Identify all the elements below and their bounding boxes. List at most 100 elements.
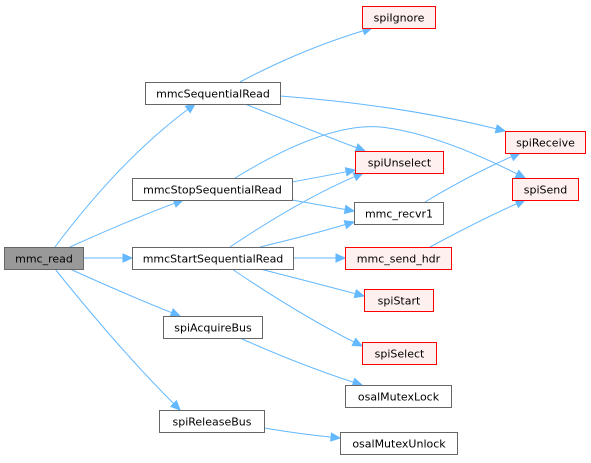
edge-mmcSequentialRead-to-spiIgnore (239, 26, 374, 83)
node-osalMutexLock[interactable]: osalMutexLock (345, 385, 452, 408)
edge-line (54, 108, 189, 248)
node-box[interactable] (364, 289, 434, 312)
edge-mmcStopSequentialRead-to-spiUnselect (291, 167, 357, 183)
edge-arrowhead (122, 253, 134, 263)
edge-line (424, 155, 513, 203)
node-mmc_send_hdr[interactable]: mmc_send_hdr (345, 247, 452, 270)
edge-line (263, 427, 333, 438)
node-label: spiReleaseBus (173, 416, 252, 429)
edge-mmc_read-to-spiReleaseBus (54, 268, 181, 411)
node-label: mmcSequentialRead (156, 88, 270, 101)
edge-arrowhead (353, 288, 366, 299)
edge-mmc_read-to-mmcStartSequentialRead (82, 253, 134, 263)
node-box[interactable] (345, 247, 452, 270)
edge-line (429, 202, 518, 248)
node-label: osalMutexUnlock (352, 438, 446, 451)
node-label: osalMutexLock (358, 391, 440, 404)
edge-mmcStopSequentialRead-to-spiSend (234, 126, 527, 179)
node-spiUnselect[interactable]: spiUnselect (355, 151, 444, 174)
edge-line (279, 95, 498, 130)
edge-spiAcquireBus-to-osalMutexLock (239, 337, 364, 387)
node-mmcSequentialRead[interactable]: mmcSequentialRead (145, 82, 281, 105)
node-box[interactable] (163, 316, 263, 339)
node-label: spiUnselect (368, 157, 432, 170)
node-box[interactable] (340, 432, 458, 455)
edge-mmc_read-to-mmcSequentialRead (54, 103, 196, 248)
node-box[interactable] (132, 247, 294, 270)
edge-line (291, 199, 347, 211)
edge-arrowhead (514, 169, 527, 179)
node-box[interactable] (505, 131, 586, 154)
node-label: mmc_recvr1 (365, 208, 433, 221)
edge-line (244, 103, 358, 149)
edge-line (69, 268, 173, 314)
node-osalMutexUnlock[interactable]: osalMutexUnlock (340, 432, 458, 455)
edge-line (239, 337, 355, 384)
nodes-layer: mmc_read mmcSequentialRead mmcStopSequenti… (4, 6, 586, 455)
edge-arrowhead (330, 432, 342, 442)
node-spiSelect[interactable]: spiSelect (362, 342, 437, 365)
edge-mmcStartSequentialRead-to-mmc_recvr1 (259, 220, 356, 248)
node-box[interactable] (362, 6, 436, 29)
node-label: spiStart (378, 295, 421, 308)
node-spiReceive[interactable]: spiReceive (505, 131, 586, 154)
edges-layer (54, 26, 527, 442)
edge-arrowhead (184, 103, 196, 114)
node-box[interactable] (145, 82, 281, 105)
node-box[interactable] (132, 178, 293, 201)
edge-arrowhead (514, 199, 527, 209)
node-spiAcquireBus[interactable]: spiAcquireBus (163, 316, 263, 339)
node-label: mmc_send_hdr (357, 253, 441, 266)
edge-line (69, 202, 176, 248)
edge-mmc_read-to-spiAcquireBus (69, 268, 182, 317)
node-box[interactable] (4, 247, 84, 270)
node-box[interactable] (159, 410, 265, 433)
node-box[interactable] (355, 151, 444, 174)
edge-arrowhead (343, 220, 356, 230)
node-label: mmc_read (15, 253, 73, 266)
node-mmc_recvr1[interactable]: mmc_recvr1 (354, 202, 444, 225)
edge-mmcStartSequentialRead-to-spiStart (259, 268, 366, 299)
edge-mmcStartSequentialRead-to-spiSelect (231, 268, 364, 347)
node-label: mmcStopSequentialRead (143, 184, 282, 197)
edge-mmcStartSequentialRead-to-mmc_send_hdr (292, 253, 347, 263)
edge-arrowhead (509, 152, 522, 162)
edge-line (234, 126, 519, 179)
node-label: spiReceive (516, 137, 575, 150)
node-label: spiAcquireBus (174, 322, 252, 335)
edge-line (239, 29, 365, 83)
edge-arrowhead (351, 337, 364, 347)
edge-spiReleaseBus-to-osalMutexUnlock (263, 427, 342, 442)
edge-mmcSequentialRead-to-spiReceive (279, 95, 507, 134)
edge-arrowhead (169, 308, 182, 317)
node-label: spiSelect (375, 348, 425, 361)
node-box[interactable] (345, 385, 452, 408)
edge-line (54, 268, 175, 405)
edge-arrowhead (343, 204, 356, 215)
node-spiReleaseBus[interactable]: spiReleaseBus (159, 410, 265, 433)
edge-line (259, 223, 347, 248)
node-label: mmcStartSequentialRead (143, 253, 284, 266)
edge-arrowhead (351, 377, 364, 387)
node-spiIgnore[interactable]: spiIgnore (362, 6, 436, 29)
edge-line (229, 175, 356, 248)
node-box[interactable] (512, 178, 579, 201)
edge-line (259, 268, 357, 295)
edge-mmcStopSequentialRead-to-mmc_recvr1 (291, 199, 356, 215)
edge-line (231, 268, 356, 343)
node-mmcStartSequentialRead[interactable]: mmcStartSequentialRead (132, 247, 294, 270)
edge-arrowhead (494, 124, 507, 134)
node-spiSend[interactable]: spiSend (512, 178, 579, 201)
node-label: spiSend (524, 184, 567, 197)
node-label: spiIgnore (374, 12, 425, 25)
node-box[interactable] (362, 342, 437, 365)
edge-arrowhead (344, 167, 357, 177)
node-mmc_read[interactable]: mmc_read (4, 247, 84, 270)
edge-line (291, 171, 348, 183)
node-box[interactable] (354, 202, 444, 225)
edge-arrowhead (354, 143, 367, 153)
node-mmcStopSequentialRead[interactable]: mmcStopSequentialRead (132, 178, 293, 201)
node-spiStart[interactable]: spiStart (364, 289, 434, 312)
edge-arrowhead (335, 253, 347, 263)
